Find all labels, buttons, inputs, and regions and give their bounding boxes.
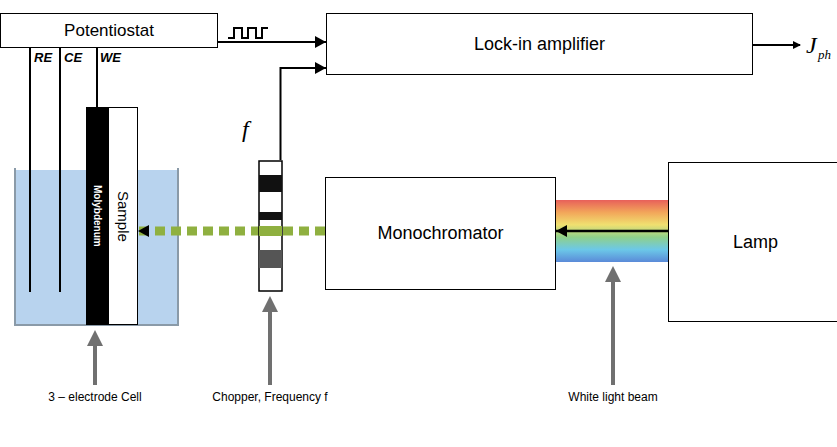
- square-wave-symbol: [228, 28, 268, 38]
- connector: [556, 225, 668, 237]
- connector-line: [218, 41, 326, 43]
- process-box: Lamp: [668, 162, 837, 322]
- node-label: Potentiostat: [64, 21, 154, 41]
- connector-line: [138, 227, 325, 236]
- frequency-label: f: [242, 116, 249, 143]
- node-label: Molybdenum: [92, 185, 103, 247]
- chopper-blade: [259, 175, 282, 192]
- signal-name: J: [806, 30, 817, 60]
- node-label: Lamp: [733, 232, 778, 253]
- process-box: Lock-in amplifier: [326, 13, 753, 75]
- chopper: f: [258, 160, 283, 292]
- caption: Chopper, Frequency f: [205, 390, 335, 405]
- process-box: Monochromator: [325, 177, 556, 290]
- process-box: Potentiostat: [0, 13, 218, 48]
- working-electrode-wire: [96, 48, 98, 108]
- leader-arrow: [611, 274, 615, 385]
- caption: 3 – electrode Cell: [35, 390, 155, 405]
- sample: Sample: [108, 107, 138, 325]
- electrode-label: CE: [64, 50, 82, 66]
- connector-line: [281, 68, 327, 160]
- node-label: Monochromator: [377, 223, 503, 244]
- molybdenum-layer: Molybdenum: [86, 107, 108, 325]
- chopper-wheel: [259, 161, 282, 291]
- chopped-beam: [259, 226, 282, 236]
- arrowhead: [138, 225, 149, 237]
- connector: [281, 62, 327, 160]
- chopper-blade: [259, 212, 282, 220]
- counter-electrode: [59, 48, 61, 292]
- electrode-label: RE: [34, 50, 52, 66]
- reference-electrode: [29, 48, 31, 292]
- node-label: Sample: [115, 191, 132, 242]
- electrode-label: WE: [100, 50, 121, 66]
- connector-line: [556, 230, 668, 233]
- output-arrow: [753, 44, 800, 46]
- caption: White light beam: [553, 390, 673, 405]
- arrowhead: [315, 62, 326, 74]
- leader-arrow: [93, 338, 97, 385]
- signal-subscript: ph: [818, 47, 831, 63]
- arrowhead: [556, 225, 567, 237]
- light-beam: [138, 225, 325, 237]
- connector: [218, 36, 326, 48]
- leader-arrow: [268, 304, 272, 385]
- node-label: Lock-in amplifier: [474, 34, 605, 55]
- white-light-band: [556, 200, 668, 262]
- chopper-blade: [259, 250, 282, 268]
- arrowhead: [315, 36, 326, 48]
